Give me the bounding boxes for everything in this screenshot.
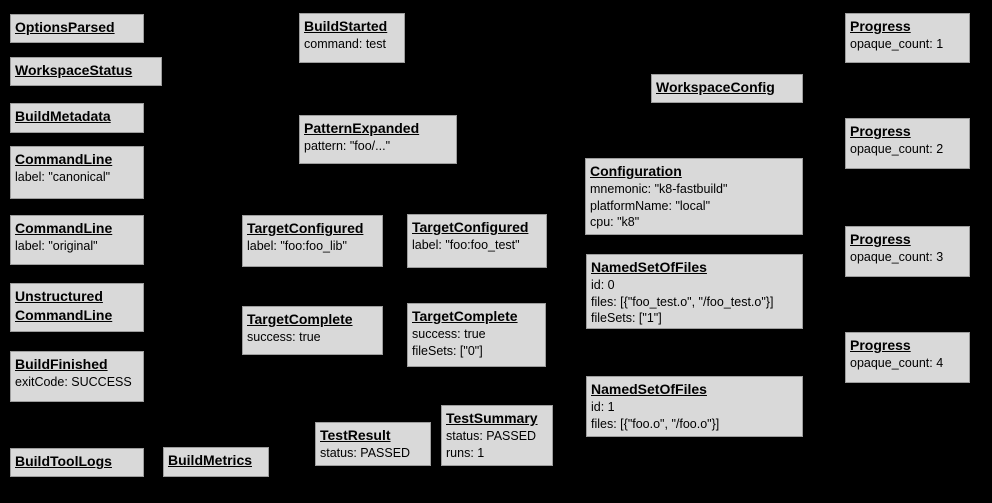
node-title: BuildStarted	[304, 18, 388, 34]
node-command-line-canonical: CommandLine label: "canonical"	[10, 146, 144, 199]
node-workspace-status: WorkspaceStatus	[10, 57, 162, 86]
node-title: CommandLine	[15, 220, 113, 236]
node-title: Configuration	[590, 163, 682, 179]
node-attr: id: 1	[591, 400, 615, 414]
node-build-metrics: BuildMetrics	[163, 447, 269, 477]
node-attr: id: 0	[591, 278, 615, 292]
node-build-tool-logs: BuildToolLogs	[10, 448, 144, 477]
node-attr: cpu: "k8"	[590, 215, 640, 229]
node-command-line-original: CommandLine label: "original"	[10, 215, 144, 265]
node-named-set-of-files-1: NamedSetOfFiles id: 1 files: [{"foo.o", …	[586, 376, 803, 437]
node-title: BuildToolLogs	[15, 453, 112, 469]
node-attr: fileSets: ["1"]	[591, 311, 662, 325]
node-title: OptionsParsed	[15, 19, 115, 35]
node-attr: label: "canonical"	[15, 170, 111, 184]
node-title: PatternExpanded	[304, 120, 420, 136]
node-title: TargetComplete	[412, 308, 518, 324]
node-title: WorkspaceStatus	[15, 62, 133, 78]
node-attr: pattern: "foo/..."	[304, 139, 391, 153]
node-target-configured-foo-test: TargetConfigured label: "foo:foo_test"	[407, 214, 547, 268]
node-progress-2: Progress opaque_count: 2	[845, 118, 970, 169]
node-title: TestResult	[320, 427, 391, 443]
node-title: Progress	[850, 18, 911, 34]
node-progress-1: Progress opaque_count: 1	[845, 13, 970, 63]
node-attr: exitCode: SUCCESS	[15, 375, 132, 389]
node-progress-3: Progress opaque_count: 3	[845, 226, 970, 277]
node-build-started: BuildStarted command: test	[299, 13, 405, 63]
node-build-finished: BuildFinished exitCode: SUCCESS	[10, 351, 144, 402]
node-build-metadata: BuildMetadata	[10, 103, 144, 133]
node-attr: platformName: "local"	[590, 198, 711, 213]
node-attr: files: [{"foo_test.o", "/foo_test.o"}]	[591, 294, 774, 309]
node-attr: mnemonic: "k8-fastbuild"	[590, 182, 728, 196]
node-attr: status: PASSED	[320, 446, 411, 460]
node-attr: command: test	[304, 37, 386, 51]
node-attr: files: [{"foo.o", "/foo.o"}]	[591, 416, 720, 431]
node-workspace-config: WorkspaceConfig	[651, 74, 803, 103]
node-attr: success: true	[247, 330, 321, 344]
node-title: TargetComplete	[247, 311, 353, 327]
node-title: BuildMetrics	[168, 452, 253, 468]
node-title: BuildFinished	[15, 356, 108, 372]
node-title: Progress	[850, 123, 911, 139]
node-title: Progress	[850, 231, 911, 247]
node-attr: label: "foo:foo_lib"	[247, 239, 347, 253]
node-target-complete-foo-lib: TargetComplete success: true	[242, 306, 383, 355]
node-title: TargetConfigured	[412, 219, 529, 235]
node-title: CommandLine	[15, 151, 113, 167]
node-title: WorkspaceConfig	[656, 79, 775, 95]
node-title: NamedSetOfFiles	[591, 381, 707, 397]
node-attr: fileSets: ["0"]	[412, 343, 483, 358]
node-title: BuildMetadata	[15, 108, 111, 124]
node-attr: label: "original"	[15, 239, 98, 253]
node-test-summary: TestSummary status: PASSED runs: 1	[441, 405, 553, 466]
node-options-parsed: OptionsParsed	[10, 14, 144, 43]
node-attr: success: true	[412, 327, 486, 341]
node-unstructured-command-line: Unstructured CommandLine	[10, 283, 144, 332]
node-attr: label: "foo:foo_test"	[412, 238, 520, 252]
node-title: Unstructured CommandLine	[15, 288, 113, 323]
node-title: TestSummary	[446, 410, 538, 426]
node-target-complete-foo-test: TargetComplete success: true fileSets: […	[407, 303, 546, 367]
node-attr: opaque_count: 1	[850, 37, 944, 51]
node-attr: opaque_count: 4	[850, 356, 944, 370]
node-title: TargetConfigured	[247, 220, 364, 236]
node-attr: opaque_count: 3	[850, 250, 944, 264]
node-named-set-of-files-0: NamedSetOfFiles id: 0 files: [{"foo_test…	[586, 254, 803, 329]
node-progress-4: Progress opaque_count: 4	[845, 332, 970, 383]
node-pattern-expanded: PatternExpanded pattern: "foo/..."	[299, 115, 457, 164]
node-target-configured-foo-lib: TargetConfigured label: "foo:foo_lib"	[242, 215, 383, 267]
node-title: Progress	[850, 337, 911, 353]
node-attr: status: PASSED	[446, 429, 537, 443]
node-test-result: TestResult status: PASSED	[315, 422, 431, 466]
node-title: NamedSetOfFiles	[591, 259, 707, 275]
node-attr: runs: 1	[446, 445, 485, 460]
node-attr: opaque_count: 2	[850, 142, 944, 156]
node-configuration: Configuration mnemonic: "k8-fastbuild" p…	[585, 158, 803, 235]
